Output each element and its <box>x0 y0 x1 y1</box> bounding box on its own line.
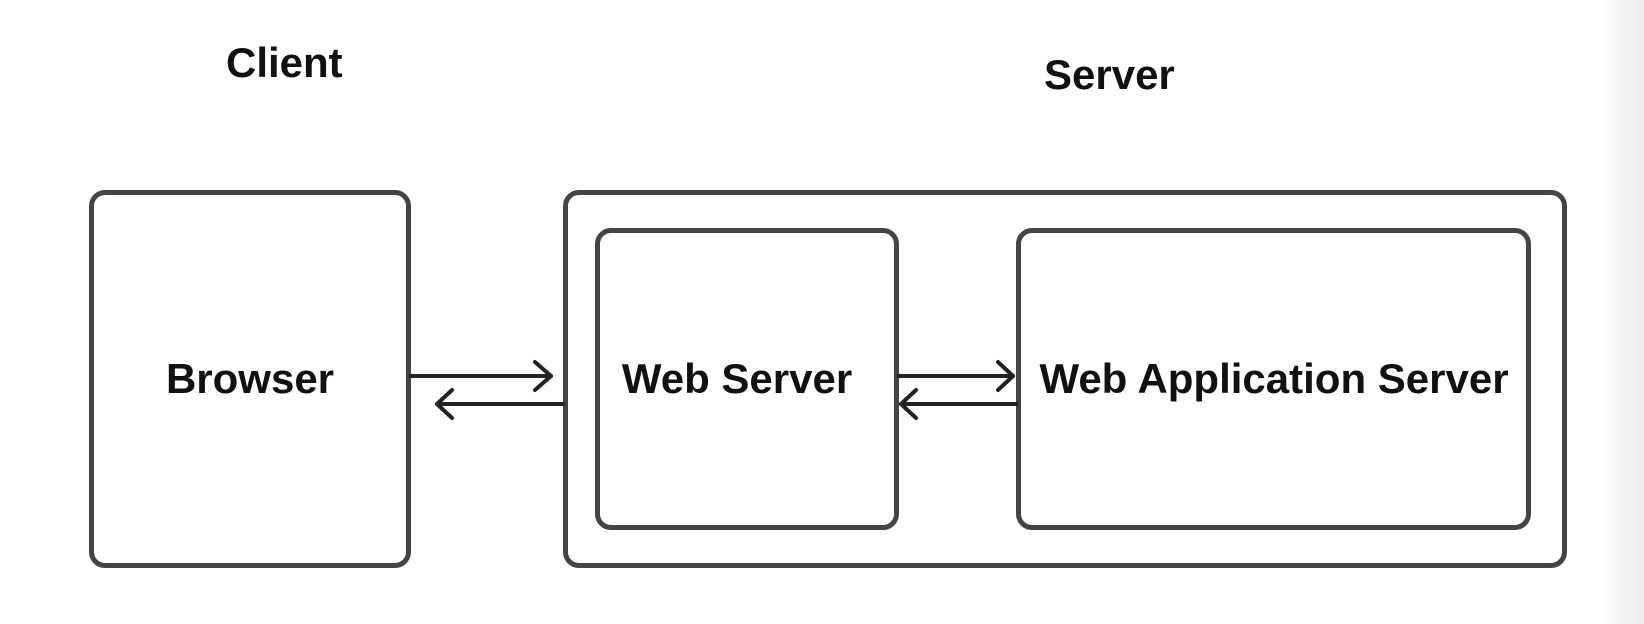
browser-to-server-arrow <box>409 360 553 392</box>
web-server-to-app-server-arrow <box>897 360 1015 392</box>
web-application-server-label: Web Application Server <box>1039 355 1509 402</box>
client-heading: Client <box>226 39 343 86</box>
app-server-to-web-server-arrow <box>899 388 1018 420</box>
server-heading: Server <box>1044 51 1175 98</box>
browser-box <box>89 190 411 568</box>
web-server-box <box>595 228 899 530</box>
server-container <box>563 190 1567 568</box>
web-application-server-box <box>1016 228 1531 530</box>
page-edge-shade <box>1604 0 1644 624</box>
web-server-label: Web Server <box>621 355 853 402</box>
server-to-browser-arrow <box>435 388 565 420</box>
browser-label: Browser <box>165 355 335 402</box>
